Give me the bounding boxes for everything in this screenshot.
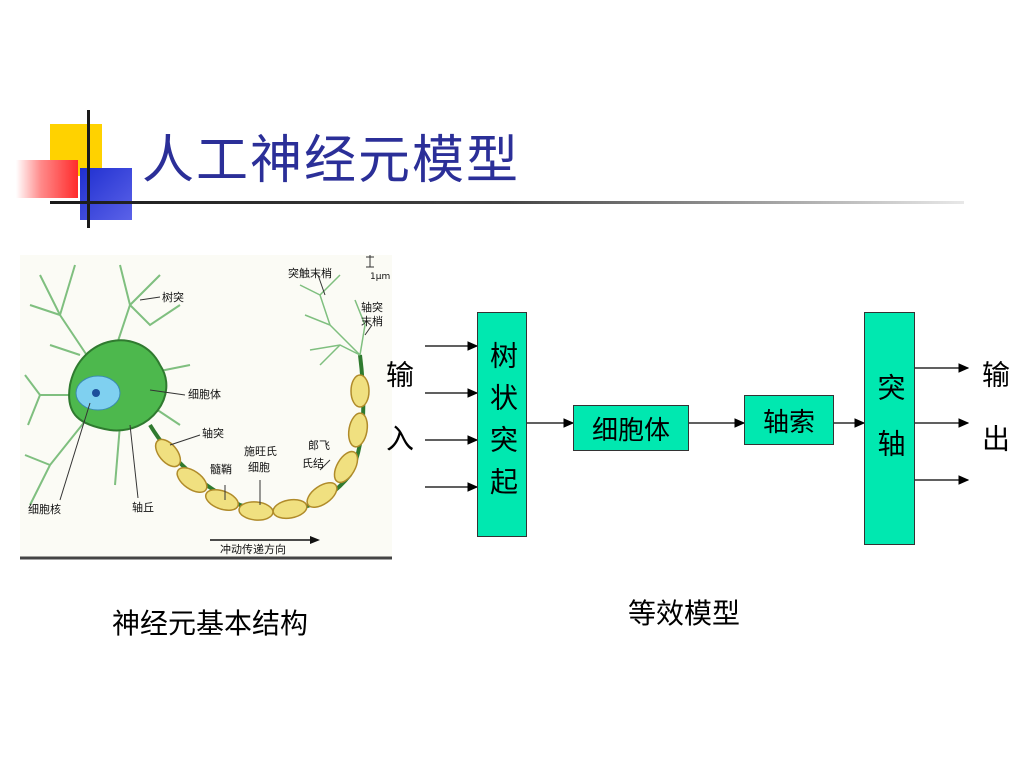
label-direction: 冲动传递方向 [220,542,286,556]
axon-box: 轴索 [744,395,834,445]
label-schwann-2: 细胞 [248,461,270,474]
caption-neuron-structure: 神经元基本结构 [112,607,309,640]
label-axon-end: 轴突 [361,300,383,314]
label-dendrite: 树突 [162,290,184,304]
label-cell-body: 细胞体 [188,387,221,401]
label-ranvier: 郎飞 [308,438,330,452]
caption-equivalent-model: 等效模型 [628,597,741,630]
label-synapse-end: 突触末梢 [288,266,332,280]
label-hillock: 轴丘 [132,500,154,514]
label-ranvier-2: 氏结 [302,457,324,470]
label-axon-end-2: 末梢 [361,314,383,328]
dendrite-box: 树状突起 [477,312,527,537]
output-label: 输出 [978,360,1011,488]
soma-box: 细胞体 [573,405,689,451]
label-scale: 1μm [370,272,390,282]
neuron-structure-figure: 树突 细胞体 轴突 髓鞘 施旺氏 细胞 郎飞 氏结 细胞核 轴丘 突触末梢 轴突… [20,255,392,560]
title-deco-red [16,160,78,198]
label-nucleus: 细胞核 [28,502,61,516]
label-myelin: 髓鞘 [210,462,232,476]
title-deco-vline [87,110,90,228]
label-axon: 轴突 [202,426,224,440]
label-schwann: 施旺氏 [244,445,277,458]
slide-title: 人工神经元模型 [142,131,521,191]
title-underline [50,201,964,204]
synapse-box: 突轴 [864,312,915,545]
